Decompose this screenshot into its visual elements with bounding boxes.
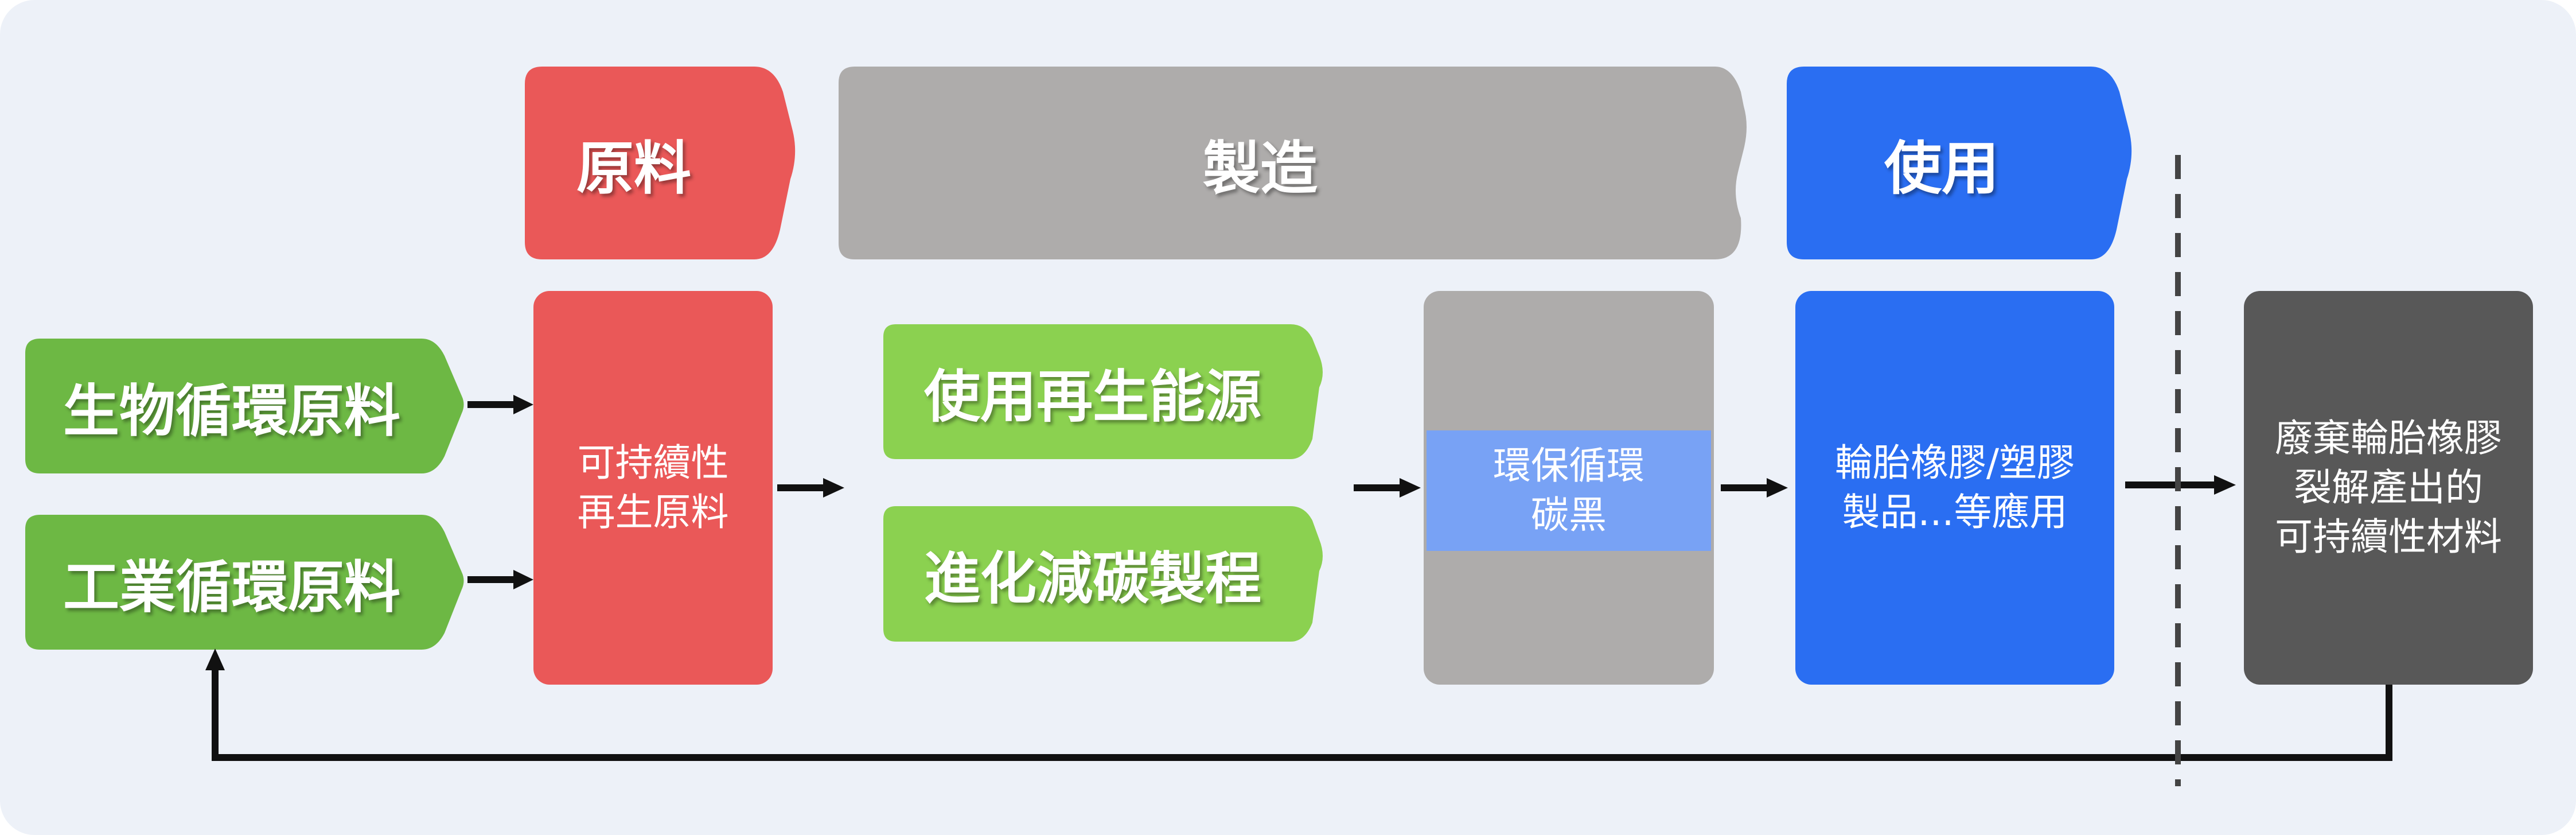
header-use-shape: [1787, 67, 2132, 259]
renewable-energy-shape: [883, 324, 1323, 459]
flow-arrows: [467, 395, 2236, 589]
sustainable-material-label: 可持續性 再生原料: [578, 438, 729, 537]
header-raw-shape: [525, 67, 796, 259]
carbon-black-line-2: 碳黑: [1531, 493, 1607, 537]
header-raw: 原料: [576, 134, 691, 202]
sustainable-material-line-2: 再生原料: [577, 490, 729, 534]
sustainable-material-line-1: 可持續性: [577, 441, 729, 486]
products-box: 輪胎橡膠/塑膠 製品...等應用: [1795, 291, 2114, 685]
renewable-energy-label: 使用再生能源: [923, 364, 1261, 430]
low-carbon-process-shape: [883, 506, 1323, 642]
waste-material-line-1: 廢棄輪胎橡膠: [2275, 416, 2502, 461]
products-line-2: 製品...等應用: [1842, 490, 2068, 534]
input-bio-shape: [25, 339, 464, 473]
products-line-1: 輪胎橡膠/塑膠: [1834, 441, 2075, 486]
waste-material-line-2: 裂解產出的: [2294, 465, 2483, 510]
sustainable-material-box: 可持續性 再生原料: [533, 291, 773, 685]
waste-material-label: 廢棄輪胎橡膠 裂解產出的 可持續性材料: [2275, 414, 2502, 561]
input-industrial-shape: [25, 515, 464, 650]
feedback-loop-line: [212, 669, 2392, 761]
input-bio: 生物循環原料: [63, 378, 400, 444]
carbon-black-line-1: 環保循環: [1493, 444, 1644, 488]
carbon-black-label: 環保循環 碳黑: [1493, 441, 1644, 540]
low-carbon-process-label: 進化減碳製程: [923, 546, 1261, 612]
feedback-loop-arrowhead: [205, 648, 225, 670]
header-manufacturing: 製造: [1203, 134, 1318, 202]
waste-material-box: 廢棄輪胎橡膠 裂解產出的 可持續性材料: [2244, 291, 2533, 685]
header-use: 使用: [1884, 134, 1999, 202]
carbon-black-highlight: 環保循環 碳黑: [1427, 430, 1711, 551]
input-industrial: 工業循環原料: [63, 554, 400, 620]
waste-material-line-3: 可持續性材料: [2275, 514, 2502, 559]
header-manufacturing-shape: [839, 67, 1747, 259]
products-label: 輪胎橡膠/塑膠 製品...等應用: [1835, 438, 2075, 537]
